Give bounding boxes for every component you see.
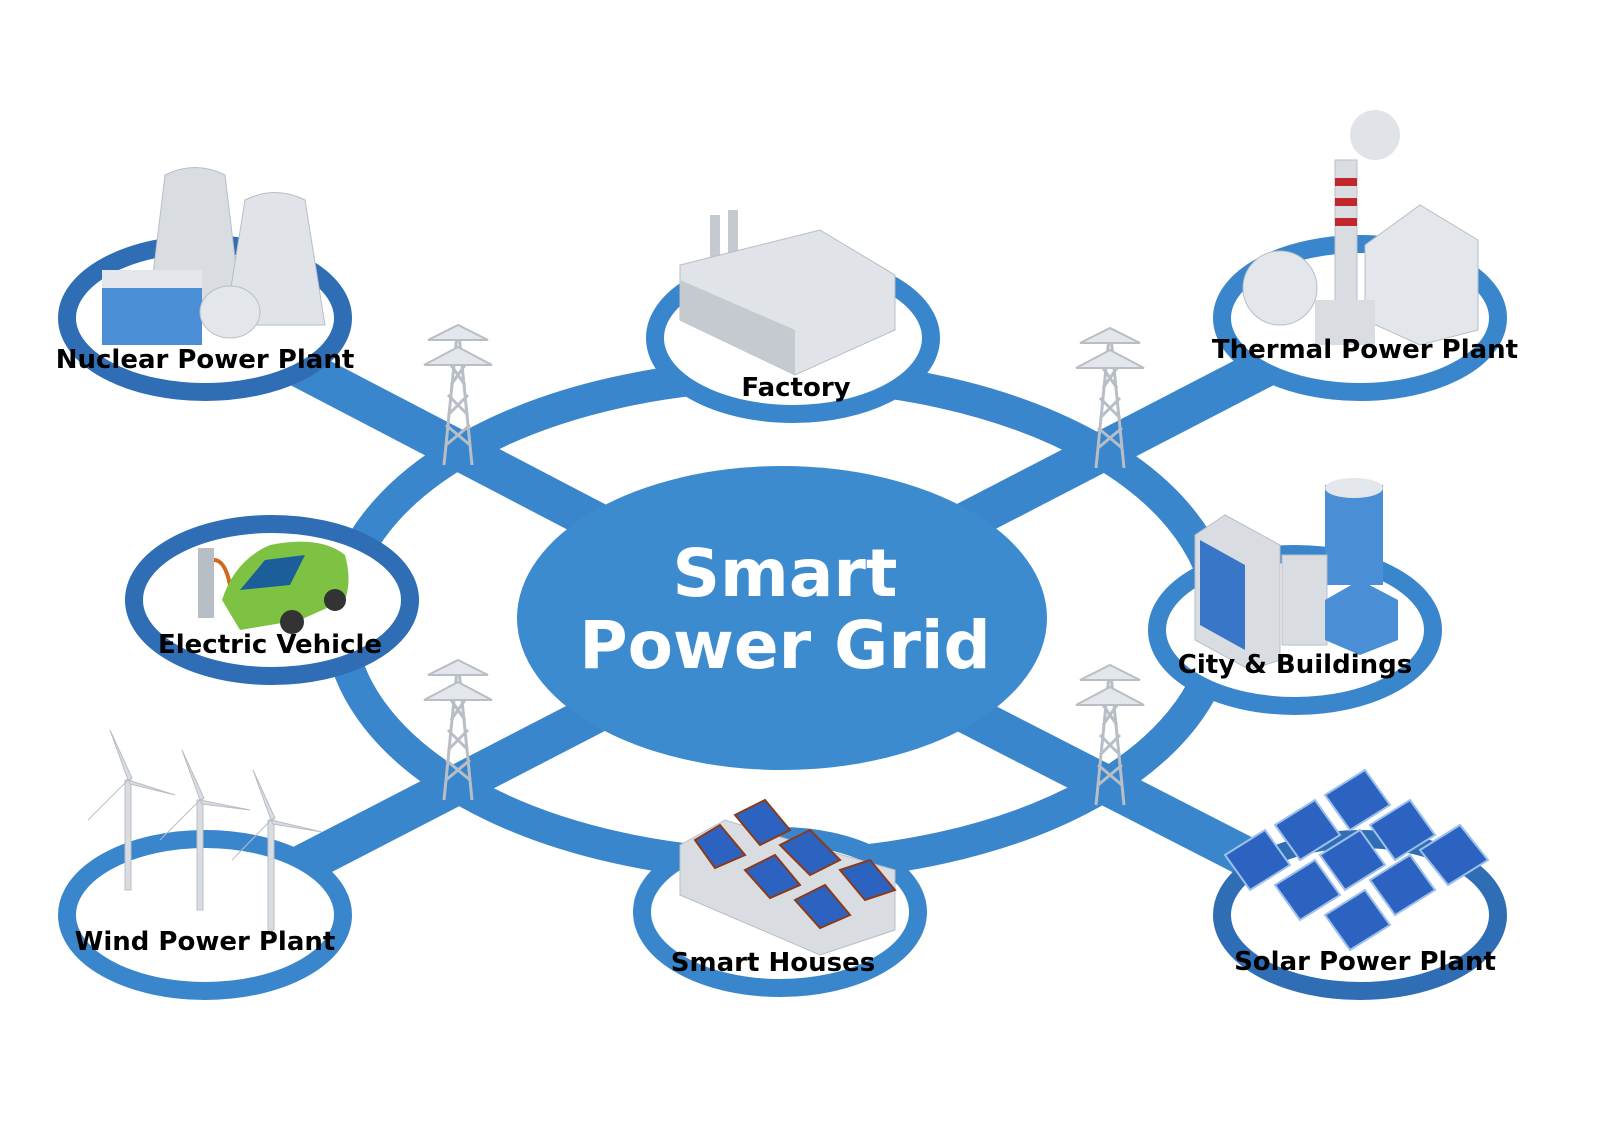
node-wind: Wind Power Plant [58,729,352,1000]
node-thermal: Thermal Power Plant [1212,110,1518,401]
node-label: Factory [741,373,850,403]
node-label: Smart Houses [671,948,875,978]
node-solar: Solar Power Plant [1213,768,1507,1000]
node-label: Solar Power Plant [1234,947,1496,977]
node-label: Wind Power Plant [75,927,336,957]
title-line1: Smart [673,535,898,612]
factory-icon [679,210,896,376]
node-label: Electric Vehicle [158,630,382,660]
thermal-plant-icon [1242,110,1479,346]
node-ev: Electric Vehicle [125,515,419,685]
solar-panel-icon [1223,768,1490,952]
wind-turbine-icon [87,729,323,931]
buildings-icon [1194,478,1398,671]
electric-car-icon [198,541,349,634]
center-hub [517,466,1047,770]
node-factory: Factory [646,210,940,423]
node-city: City & Buildings [1148,478,1442,715]
node-houses: Smart Houses [633,798,927,997]
node-label: Nuclear Power Plant [56,345,355,375]
node-label: Thermal Power Plant [1212,335,1518,365]
title-line2: Power Grid [579,607,991,684]
node-nuclear: Nuclear Power Plant [56,167,355,401]
node-label: City & Buildings [1178,650,1412,680]
solar-house-icon [679,798,897,956]
nuclear-plant-icon [102,167,326,345]
